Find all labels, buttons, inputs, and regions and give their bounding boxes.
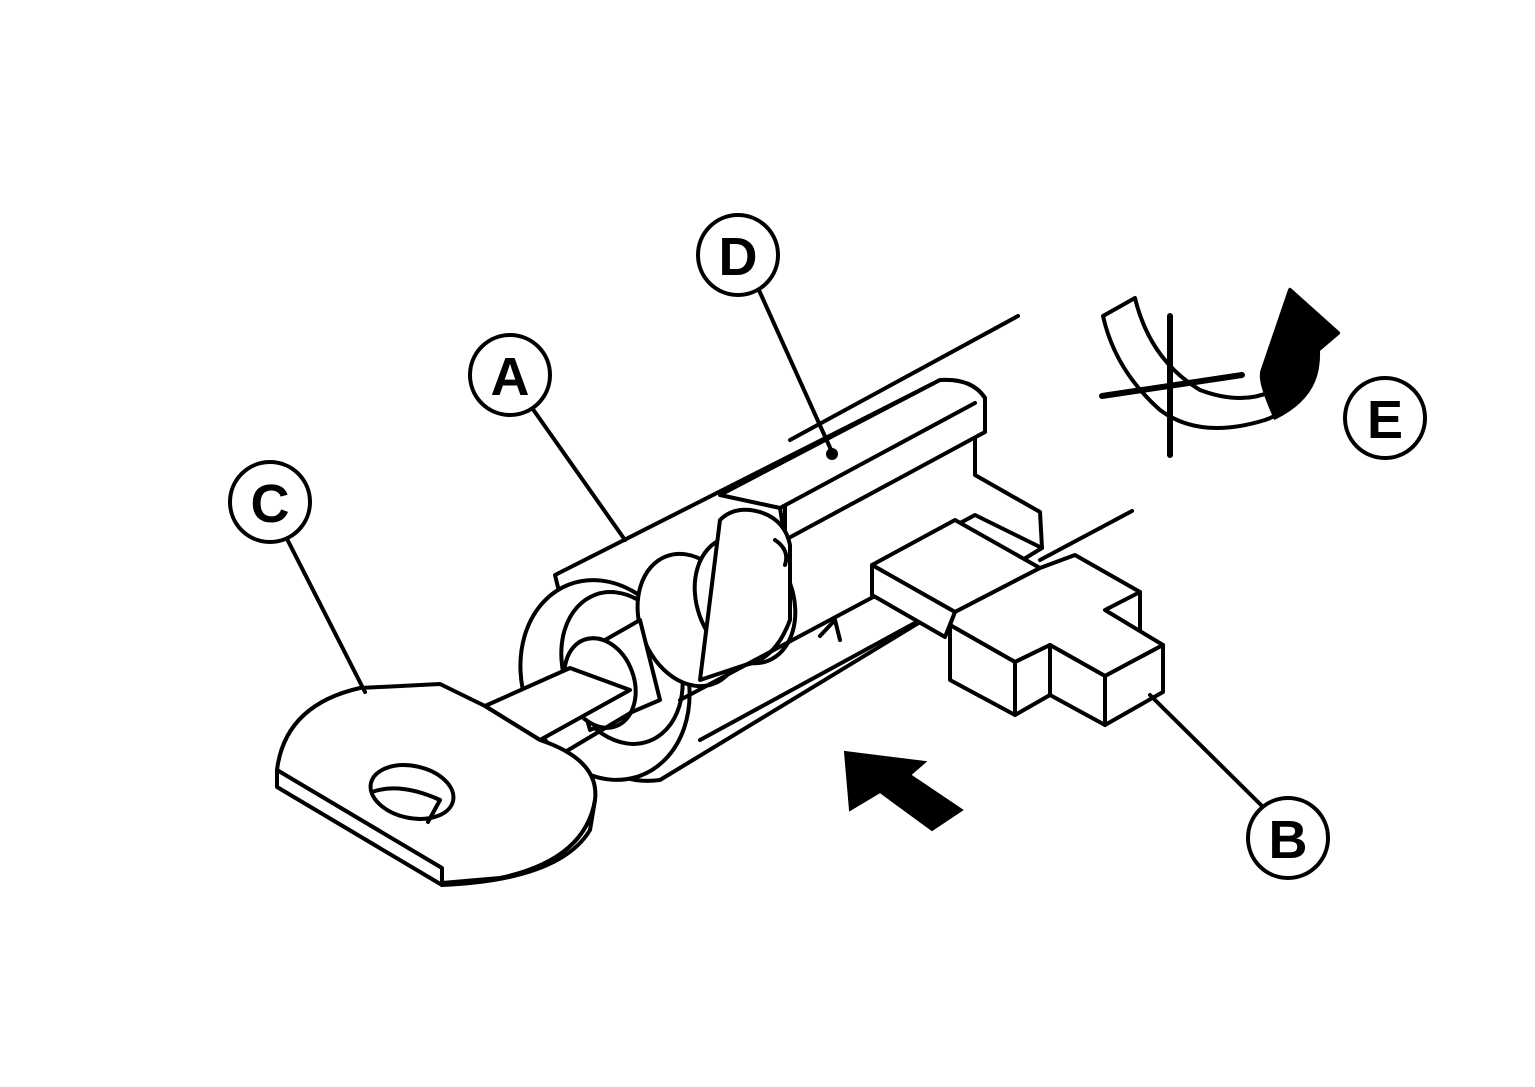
housing-guide-lines	[788, 314, 1134, 562]
leader-d	[756, 286, 834, 454]
callout-c: C	[228, 460, 312, 544]
crossed-rotation-arrow-icon	[1099, 287, 1341, 458]
leader-d-dot	[826, 448, 838, 460]
callout-e: E	[1343, 376, 1427, 460]
callout-a-label: A	[491, 347, 530, 407]
leader-b	[1148, 693, 1264, 808]
key	[275, 666, 634, 887]
callout-d-label: D	[719, 227, 758, 287]
callout-e-label: E	[1367, 390, 1403, 450]
callout-d: D	[696, 213, 780, 297]
callout-a: A	[468, 333, 552, 417]
callout-b-label: B	[1269, 810, 1308, 870]
leader-lines	[283, 286, 1264, 808]
callout-c-label: C	[251, 474, 290, 534]
solid-arrow-icon	[843, 750, 964, 832]
leader-c	[283, 533, 367, 694]
lock-bolt	[870, 518, 1165, 727]
leader-a	[528, 403, 627, 542]
callout-b: B	[1246, 796, 1330, 880]
